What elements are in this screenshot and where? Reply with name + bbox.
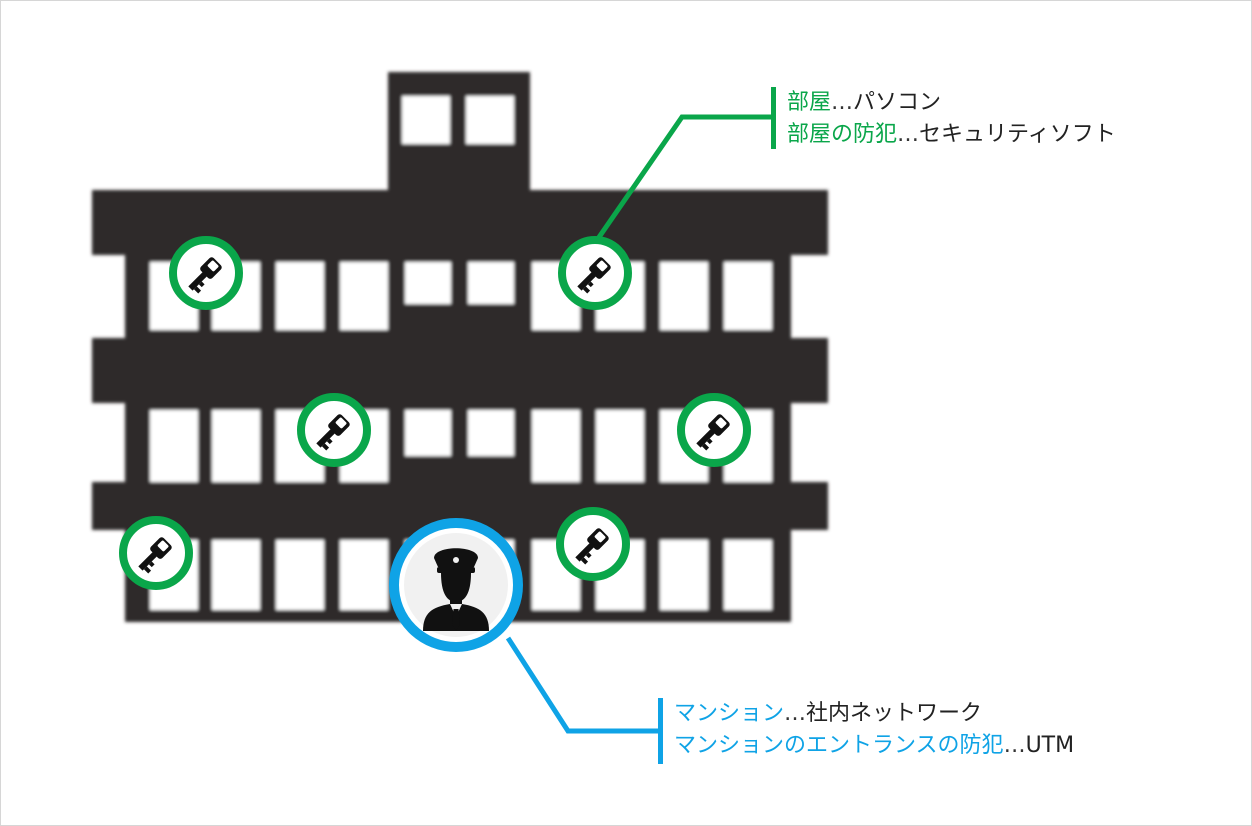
window xyxy=(596,410,644,482)
room-callout-line-1: 部屋…パソコン xyxy=(771,87,1116,119)
window xyxy=(212,410,260,482)
key-badge xyxy=(301,397,367,463)
key-badge xyxy=(562,240,628,306)
mansion-callout: マンション…社内ネットワーク マンションのエントランスの防犯…UTM xyxy=(658,698,1074,762)
window xyxy=(212,540,260,610)
entrance-security-term: マンションのエントランスの防犯 xyxy=(674,733,1004,758)
mansion-separator: … xyxy=(784,701,806,726)
room-term: 部屋 xyxy=(787,90,831,115)
mansion-callout-line-1: マンション…社内ネットワーク xyxy=(658,698,1074,730)
window xyxy=(468,262,514,304)
window xyxy=(340,262,388,330)
room-callout-bar xyxy=(771,87,776,149)
window xyxy=(466,96,514,144)
window xyxy=(276,262,324,330)
window xyxy=(405,410,451,456)
window xyxy=(724,262,772,330)
window xyxy=(660,540,708,610)
room-description: パソコン xyxy=(853,90,941,115)
window xyxy=(724,540,772,610)
window xyxy=(276,540,324,610)
key-badge xyxy=(173,240,239,306)
room-security-description: セキュリティソフト xyxy=(919,122,1116,147)
window xyxy=(532,410,580,482)
window xyxy=(150,410,198,482)
window xyxy=(405,262,451,304)
key-badge xyxy=(681,397,747,463)
entrance-security-separator: … xyxy=(1004,733,1026,758)
window xyxy=(340,540,388,610)
key-badge xyxy=(560,511,626,577)
key-badge xyxy=(123,520,189,586)
guard-badge xyxy=(394,523,518,647)
mansion-callout-bar xyxy=(658,698,663,764)
room-security-term: 部屋の防犯 xyxy=(787,122,897,147)
mansion-callout-line-2: マンションのエントランスの防犯…UTM xyxy=(658,730,1074,762)
window xyxy=(660,262,708,330)
room-separator: … xyxy=(831,90,853,115)
window xyxy=(468,410,514,456)
mansion-leader-line xyxy=(508,638,658,731)
room-callout: 部屋…パソコン 部屋の防犯…セキュリティソフト xyxy=(771,87,1116,151)
room-callout-line-2: 部屋の防犯…セキュリティソフト xyxy=(771,119,1116,151)
mansion-term: マンション xyxy=(674,701,784,726)
room-security-separator: … xyxy=(897,122,919,147)
mansion-description: 社内ネットワーク xyxy=(806,701,982,726)
window xyxy=(402,96,450,144)
entrance-security-description: UTM xyxy=(1026,733,1075,758)
